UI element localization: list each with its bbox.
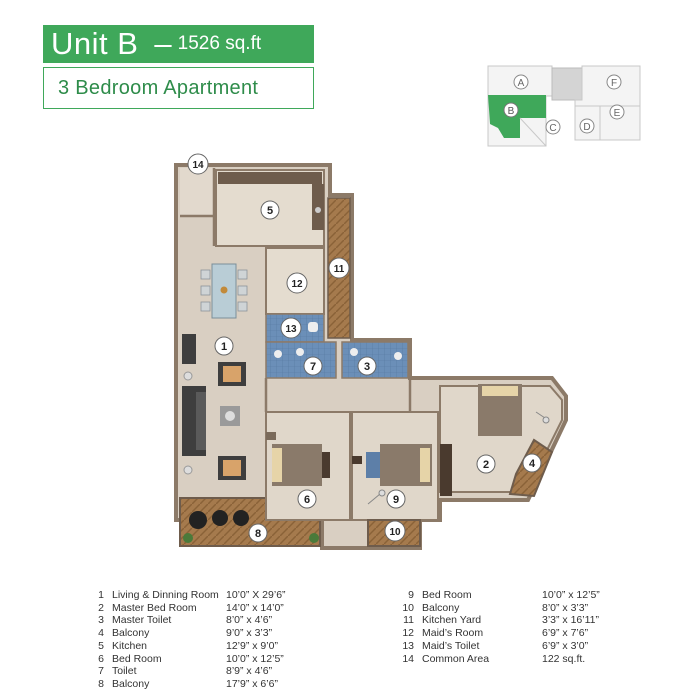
title-separator: – (154, 26, 172, 61)
room-marker-14-label: 14 (192, 160, 204, 171)
room-marker-10-label: 10 (389, 527, 401, 538)
master-toilet (341, 341, 409, 379)
room-marker-6 (297, 489, 317, 509)
room-marker-13-label: 13 (285, 324, 297, 335)
room-marker-7 (303, 356, 323, 376)
key-plan-label-f: F (611, 78, 617, 89)
key-plan-unit-d (579, 118, 595, 134)
unit-title: Unit B (51, 26, 139, 61)
common-toilet (265, 341, 337, 379)
key-plan-label-a: A (518, 78, 525, 89)
room-marker-6-label: 6 (304, 494, 310, 506)
room-marker-9-label: 9 (393, 494, 399, 506)
room-marker-2-label: 2 (483, 459, 489, 471)
unit-area: 1526 sq.ft (177, 33, 262, 54)
room-marker-14 (187, 153, 209, 175)
kitchen-counter (218, 172, 322, 184)
room-marker-12-label: 12 (291, 279, 303, 290)
room-marker-4 (522, 453, 542, 473)
key-plan-label-e: E (614, 108, 621, 119)
room-marker-11 (328, 257, 350, 279)
key-plan-core (551, 67, 583, 101)
floor-plan: 1 2 3 4 5 6 7 8 9 10 11 12 13 (174, 153, 568, 550)
room-marker-11-label: 11 (334, 264, 345, 275)
cabinet (182, 334, 196, 364)
room-marker-8 (248, 523, 268, 543)
key-plan-unit-f (606, 74, 622, 90)
room-marker-4-label: 4 (529, 458, 536, 470)
key-plan-unit-c (545, 119, 561, 135)
room-marker-3 (357, 356, 377, 376)
room-marker-12 (286, 272, 308, 294)
room-marker-9 (386, 489, 406, 509)
unit-title-banner: Unit B – 1526 sq.ft (43, 25, 314, 63)
unit-subtitle: 3 Bedroom Apartment (43, 67, 314, 109)
common-area (180, 168, 214, 216)
room-marker-3-label: 3 (364, 361, 370, 373)
room-marker-7-label: 7 (310, 361, 316, 373)
room-marker-8-label: 8 (255, 528, 261, 540)
key-plan-label-c: C (549, 123, 556, 134)
room-marker-1-label: 1 (221, 341, 227, 353)
key-plan-label-d: D (583, 122, 590, 133)
room-marker-5 (260, 200, 280, 220)
key-plan-unit-e (609, 104, 625, 120)
room-marker-2 (476, 454, 496, 474)
room-marker-5-label: 5 (267, 205, 273, 217)
key-plan-unit-b (503, 102, 519, 118)
key-plan-label-b: B (508, 106, 515, 117)
key-plan-unit-a (513, 74, 529, 90)
wardrobe (440, 444, 452, 496)
room-marker-10 (384, 520, 406, 542)
room-marker-13 (280, 317, 302, 339)
room-marker-1 (214, 336, 234, 356)
room-markers: 1 2 3 4 5 6 7 8 9 10 11 12 13 (187, 153, 542, 543)
key-plan-unit-b-highlight (488, 95, 546, 138)
key-plan: A B C D E F (487, 65, 641, 147)
